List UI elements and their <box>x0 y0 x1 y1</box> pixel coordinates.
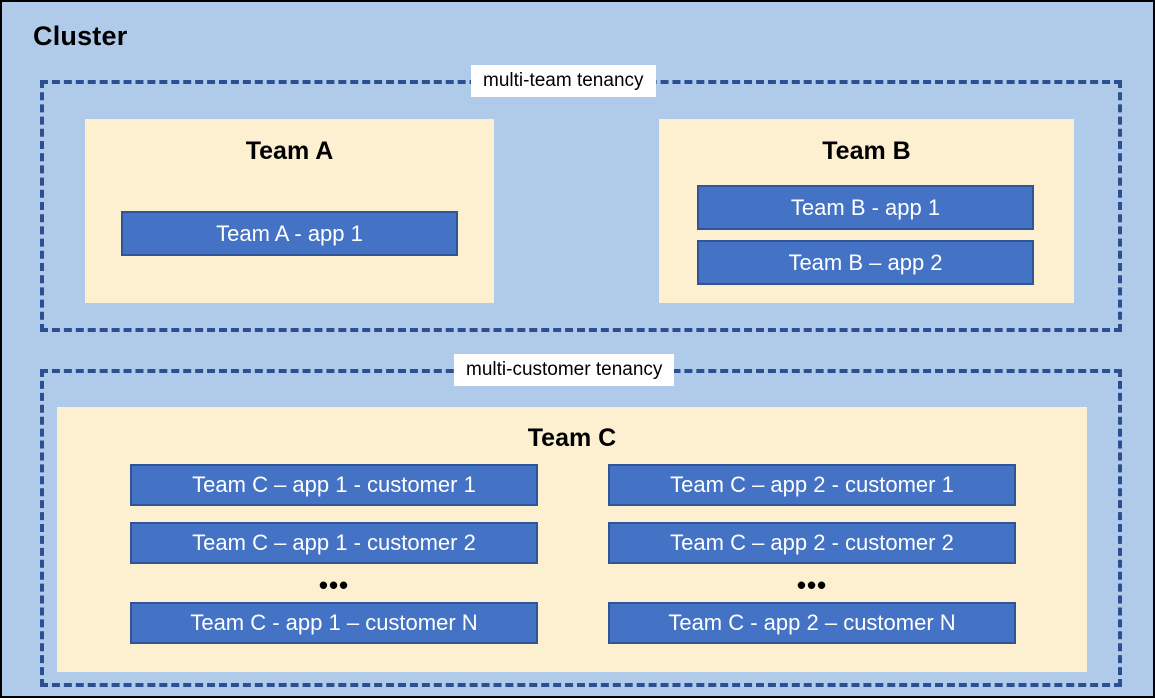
team-c-app-1-customer-1[interactable]: Team C – app 1 - customer 1 <box>130 464 538 506</box>
team-c-app-1-customer-2[interactable]: Team C – app 1 - customer 2 <box>130 522 538 564</box>
team-a-title: Team A <box>245 137 334 165</box>
team-a-app-1[interactable]: Team A - app 1 <box>121 211 458 256</box>
team-b-app-1[interactable]: Team B - app 1 <box>697 185 1034 230</box>
team-c-title: Team C <box>527 424 617 452</box>
team-b-container: Team B Team B - app 1 Team B – app 2 <box>659 119 1074 303</box>
multi-customer-tenancy-label: multi-customer tenancy <box>454 354 675 386</box>
team-c-app-2-customer-n[interactable]: Team C - app 2 – customer N <box>608 602 1016 644</box>
team-c-app-2-customer-2[interactable]: Team C – app 2 - customer 2 <box>608 522 1016 564</box>
team-a-container: Team A Team A - app 1 <box>85 119 494 303</box>
team-c-container: Team C Team C – app 1 - customer 1 Team … <box>57 407 1087 672</box>
team-c-app-1-column: Team C – app 1 - customer 1 Team C – app… <box>130 464 538 644</box>
cluster-title: Cluster <box>33 21 128 51</box>
team-c-app-1-ellipsis: ••• <box>318 570 350 601</box>
team-c-app-2-ellipsis: ••• <box>796 570 828 601</box>
team-c-app-2-customer-1[interactable]: Team C – app 2 - customer 1 <box>608 464 1016 506</box>
team-b-app-2[interactable]: Team B – app 2 <box>697 240 1034 285</box>
team-b-title: Team B <box>822 137 911 165</box>
team-c-app-1-customer-n[interactable]: Team C - app 1 – customer N <box>130 602 538 644</box>
multi-team-tenancy-label: multi-team tenancy <box>471 65 656 97</box>
team-c-app-2-column: Team C – app 2 - customer 1 Team C – app… <box>608 464 1016 644</box>
